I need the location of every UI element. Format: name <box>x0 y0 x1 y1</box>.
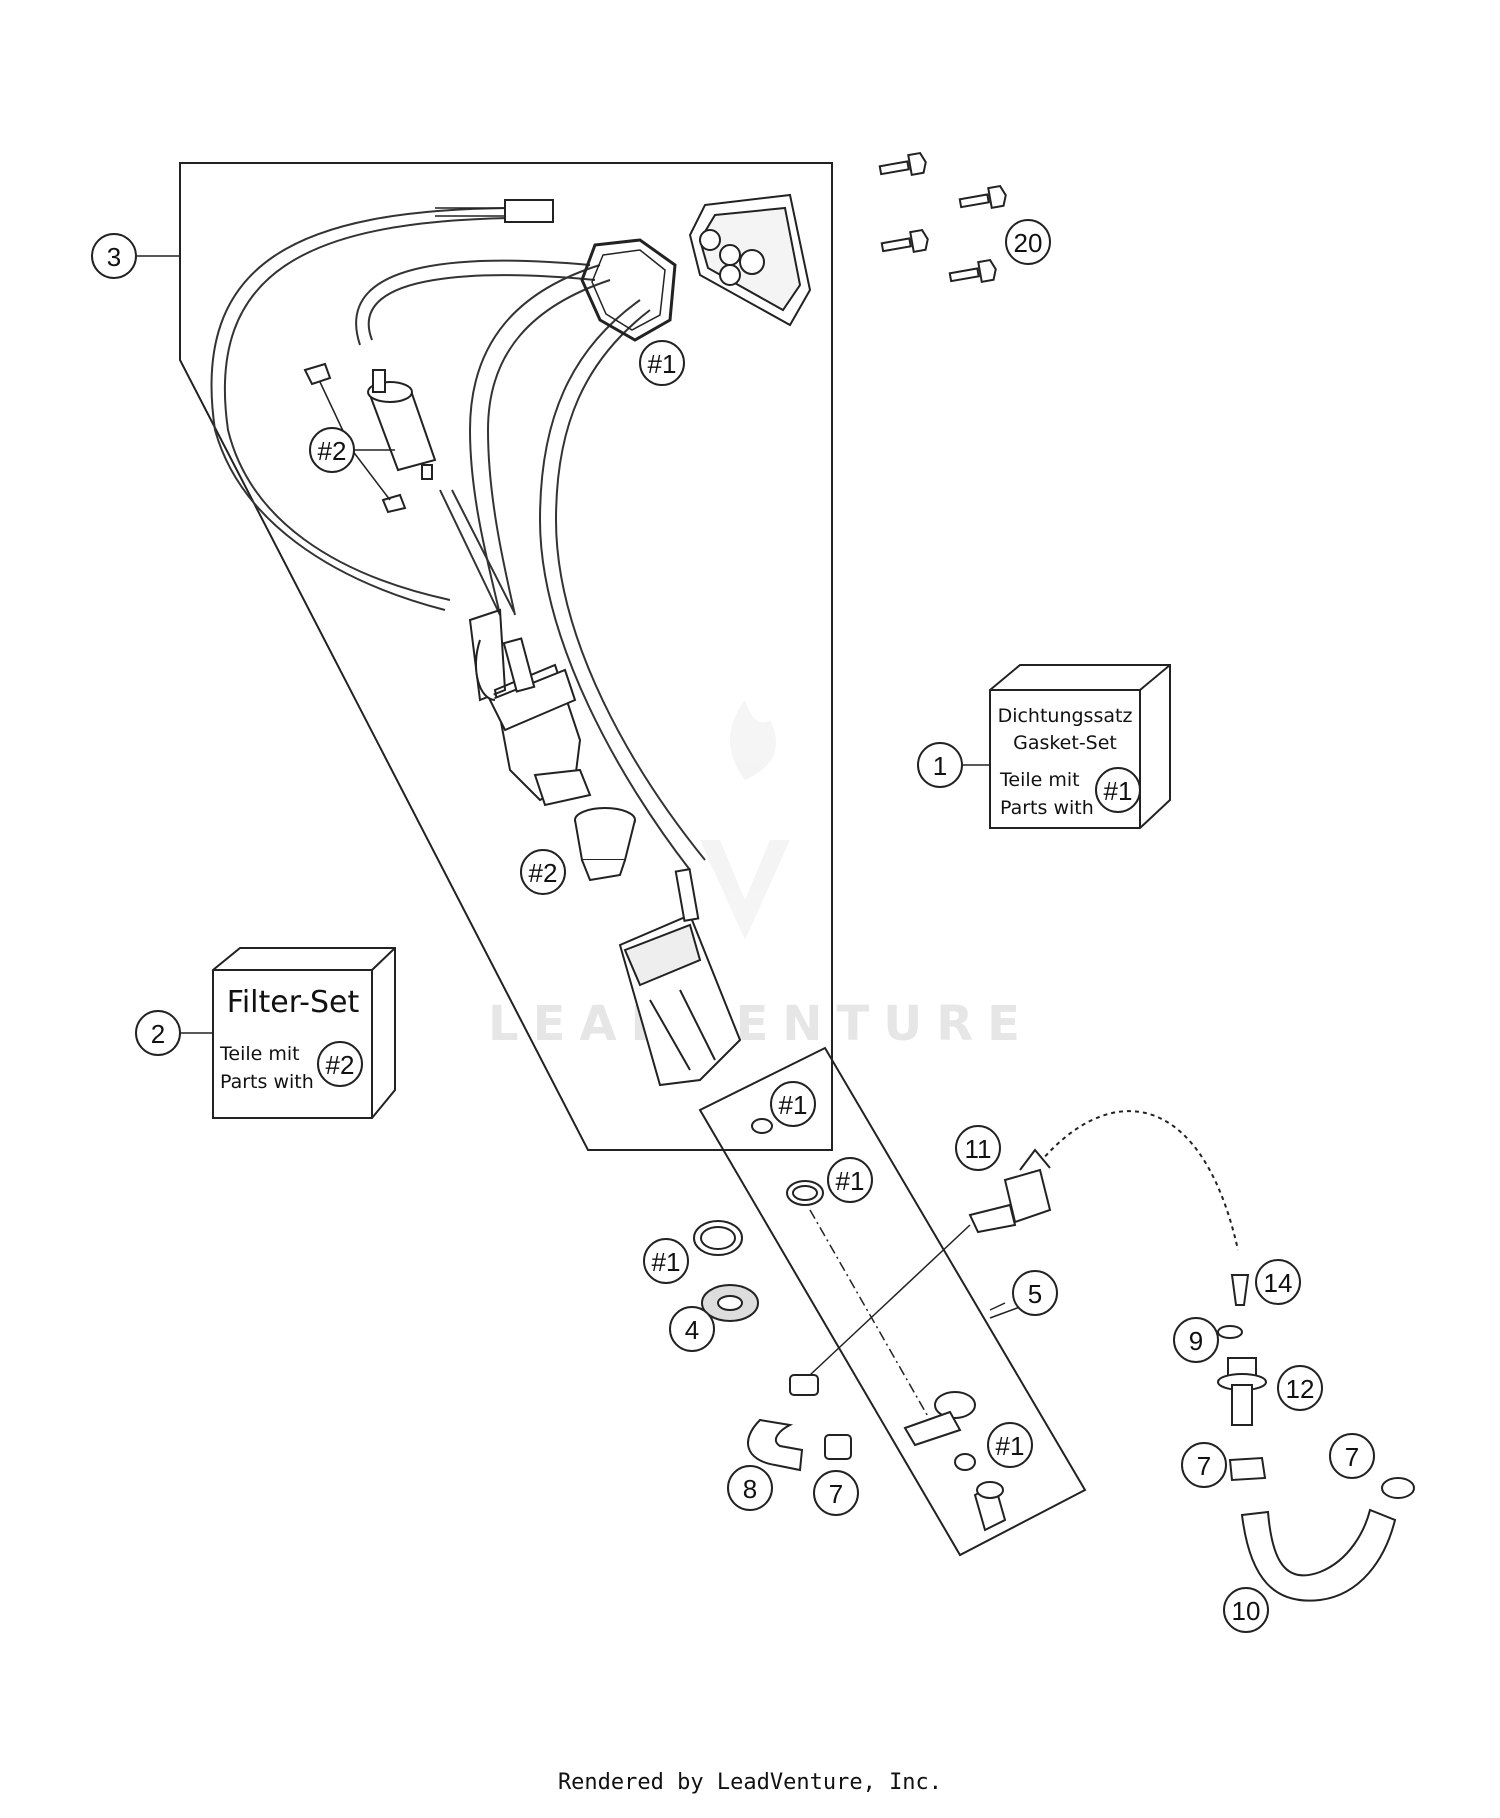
svg-text:7: 7 <box>1345 1442 1359 1472</box>
callout-ref-1-top: #1 <box>639 340 685 386</box>
callout-5: 5 <box>1012 1270 1058 1316</box>
callout-1: 1 <box>917 742 963 788</box>
filter-set-box: Filter-Set Teile mit Parts with <box>212 947 396 1119</box>
svg-text:2: 2 <box>151 1019 165 1049</box>
svg-text:20: 20 <box>1014 228 1043 258</box>
svg-text:9: 9 <box>1189 1326 1203 1356</box>
gasket-box-line2: Gasket-Set <box>1013 732 1117 754</box>
svg-text:#2: #2 <box>529 858 558 888</box>
callout-10: 10 <box>1223 1587 1269 1633</box>
callout-7-a: 7 <box>813 1470 859 1516</box>
hose-10 <box>1240 1508 1397 1602</box>
callout-7-b: 7 <box>1181 1442 1227 1488</box>
callout-ref-1-b: #1 <box>827 1157 873 1203</box>
callout-9: 9 <box>1173 1317 1219 1363</box>
wire-connector <box>504 199 554 223</box>
svg-text:7: 7 <box>1197 1451 1211 1481</box>
small-seals <box>693 1118 1243 1471</box>
callout-11: 11 <box>955 1125 1001 1171</box>
watermark-logo <box>700 700 790 940</box>
clamp-7-right <box>1228 1456 1415 1499</box>
filter-box-title: Filter-Set <box>227 985 360 1020</box>
gasket-box-line4: Parts with <box>1000 797 1094 819</box>
svg-text:1: 1 <box>933 751 947 781</box>
svg-text:#2: #2 <box>326 1050 355 1080</box>
svg-text:3: 3 <box>107 242 121 272</box>
svg-text:7: 7 <box>829 1479 843 1509</box>
gasket-box-line1: Dichtungssatz <box>998 705 1133 727</box>
callout-ref-2-lower: #2 <box>520 849 566 895</box>
coupler-leader <box>809 1224 971 1376</box>
quick-coupler <box>968 1148 1052 1234</box>
subassembly-outline <box>698 1046 1087 1557</box>
callout-12: 12 <box>1277 1365 1323 1411</box>
callout-4: 4 <box>669 1306 715 1352</box>
nipple-12 <box>1217 1357 1267 1426</box>
svg-text:#1: #1 <box>1104 776 1133 806</box>
hose-8 <box>747 1374 852 1472</box>
callout-ref-2-upper: #2 <box>309 427 355 473</box>
svg-text:#1: #1 <box>648 349 677 379</box>
leader-lines <box>137 255 1059 1319</box>
dashed-line-center <box>809 1209 931 1421</box>
gasket-box-line3: Teile mit <box>999 769 1080 791</box>
svg-text:#1: #1 <box>836 1166 865 1196</box>
callout-20: 20 <box>1005 219 1051 265</box>
watermark-text: LEADVENTURE <box>488 996 1034 1052</box>
svg-text:14: 14 <box>1264 1268 1293 1298</box>
elbow-fitting <box>903 1391 1007 1532</box>
callout-14: 14 <box>1255 1259 1301 1305</box>
inline-filter <box>303 362 437 514</box>
svg-text:#1: #1 <box>779 1090 808 1120</box>
svg-text:11: 11 <box>965 1134 992 1164</box>
callout-8: 8 <box>727 1465 773 1511</box>
callout-2: 2 <box>135 1010 181 1056</box>
svg-text:10: 10 <box>1232 1596 1261 1626</box>
assembly-outline <box>179 162 833 1151</box>
callout-ref-1-c: #1 <box>643 1238 689 1284</box>
svg-text:#2: #2 <box>318 436 347 466</box>
svg-text:#1: #1 <box>996 1431 1025 1461</box>
callout-3: 3 <box>91 233 137 279</box>
fuel-pump <box>468 608 592 807</box>
dashed-line-hose <box>1029 1110 1239 1251</box>
filter-box-line2: Parts with <box>220 1071 314 1093</box>
svg-text:4: 4 <box>685 1315 699 1345</box>
callouts: 3 20 #1 #2 #2 1 #1 2 #2 #1 11 #1 #1 4 5 … <box>91 219 1375 1633</box>
footer-credit: Rendered by LeadVenture, Inc. <box>557 1770 943 1795</box>
svg-text:12: 12 <box>1286 1374 1315 1404</box>
callout-ref-1-d: #1 <box>987 1422 1033 1468</box>
bolts <box>878 151 1007 284</box>
flange-plate <box>688 193 812 327</box>
callout-box1-ref: #1 <box>1095 767 1141 813</box>
gasket-set-box: Dichtungssatz Gasket-Set Teile mit Parts… <box>989 664 1171 829</box>
svg-text:#1: #1 <box>652 1247 681 1277</box>
gasket-ring <box>580 238 677 342</box>
callout-7-c: 7 <box>1329 1433 1375 1479</box>
svg-text:8: 8 <box>743 1474 757 1504</box>
callout-box2-ref: #2 <box>317 1041 363 1087</box>
pump-strainer <box>574 807 636 882</box>
filter-box-line1: Teile mit <box>219 1043 300 1065</box>
svg-text:5: 5 <box>1028 1279 1042 1309</box>
pin-14 <box>1230 1274 1250 1306</box>
filter-canister <box>618 868 742 1087</box>
callout-ref-1-a: #1 <box>770 1081 816 1127</box>
fuel-hoses <box>210 207 706 871</box>
